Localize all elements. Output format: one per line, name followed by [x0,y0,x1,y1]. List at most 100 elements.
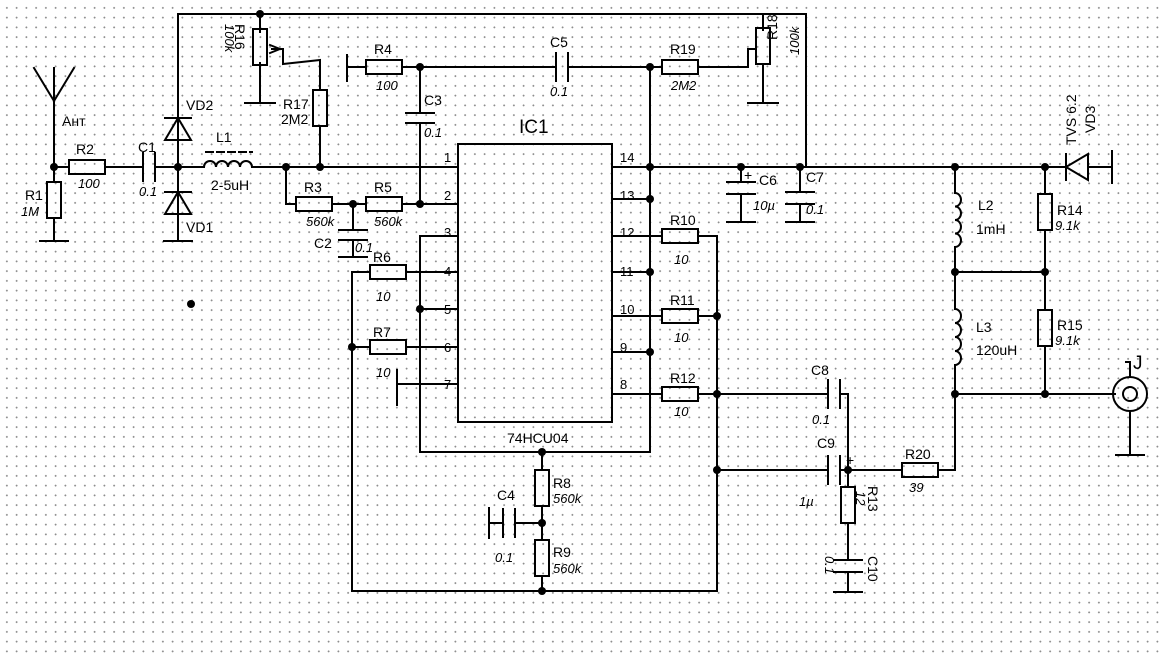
r14-name: R14 [1057,202,1083,218]
r5-name: R5 [374,179,392,195]
ic1-body [457,143,613,423]
r12-name: R12 [670,370,696,386]
r10-value: 10 [674,252,689,267]
r19-body [661,59,699,75]
ic1-pin-9: 9 [620,340,627,355]
c3-name: C3 [424,92,442,108]
r2-name: R2 [76,141,94,157]
r13-body [840,486,856,524]
r1-name: R1 [25,187,43,203]
r8-body [534,469,550,507]
r17-name: R17 [283,96,309,112]
ic1-pin-13: 13 [620,188,634,203]
r10-name: R10 [670,212,696,228]
r4-value: 100 [376,78,398,93]
r1-body [46,181,62,219]
r12-body [661,386,699,402]
junction-dots [50,10,1049,595]
r8-value: 560k [553,491,583,506]
l2-coil [953,191,962,249]
c6-plates [726,181,756,195]
c8-name: C8 [811,362,829,378]
c6-name: C6 [759,172,777,188]
r7-body [369,339,407,355]
r3-name: R3 [304,179,322,195]
c2-value: 0.1 [355,240,373,255]
c3-value: 0.1 [424,125,442,140]
connector-outer-icon [1112,376,1148,412]
c6-value: 10µ [753,198,775,213]
r15-name: R15 [1057,317,1083,333]
ic1-pin-3: 3 [444,225,451,240]
r14-body [1037,193,1053,231]
ic1-pin-11: 11 [620,264,634,279]
antenna-label: Ант [62,113,86,129]
connector-lead [1125,361,1131,378]
r16-wiper [268,43,282,55]
vd2-name: VD2 [186,97,213,113]
c8-value: 0.1 [812,412,830,427]
c6-plus: + [744,167,752,183]
c2-plates [338,229,368,241]
l3-value: 120uH [976,342,1017,358]
l1-value: 2-5uH [211,177,249,193]
c4-name: C4 [497,487,515,503]
c3-plates [405,112,435,124]
ic1-pin-12: 12 [620,225,634,240]
vd1-name: VD1 [186,219,213,235]
r7-value: 10 [376,365,391,380]
ic1-pin-10: 10 [620,302,634,317]
r9-body [534,539,550,577]
r16-body [252,28,268,66]
c10-plates [833,559,863,573]
r18-value: 100k [787,25,802,55]
r17-body [312,89,328,127]
r4-body [365,59,403,75]
r15-body [1037,309,1053,347]
c7-plates [785,191,815,205]
c1-value: 0.1 [139,184,157,199]
ic1-pin-6: 6 [444,340,451,355]
inductors: L1 2-5uH L2 1mH L3 120uH [202,129,1017,367]
vd3-name: VD3 [1082,106,1098,133]
r17-value: 2M2 [281,111,308,127]
c9-name: C9 [817,435,835,451]
r8-name: R8 [553,475,571,491]
c1-plates [142,152,156,182]
vd2-triangle [163,116,193,141]
r18-body [755,27,771,65]
ic1-pin-14: 14 [620,150,634,165]
ic1-pin-5: 5 [444,302,451,317]
ic1-name: IC1 [519,117,549,138]
connector-inner-icon [1122,386,1138,402]
r13-name: R13 [865,486,881,512]
c4-plates [502,508,516,538]
c9-plus: + [846,452,854,468]
l2-value: 1mH [976,221,1006,237]
c2-name: C2 [314,235,332,251]
r5-body [365,196,403,212]
l1-name: L1 [216,129,232,145]
l2-name: L2 [978,197,994,213]
c5-value: 0.1 [550,84,568,99]
r20-name: R20 [905,446,931,462]
c1-name: C1 [138,139,156,155]
ic1-pin-8: 8 [620,377,627,392]
vd3-triangle [1064,152,1089,182]
r6-name: R6 [373,249,391,265]
l1-coil [202,160,254,169]
r6-value: 10 [376,289,391,304]
r19-name: R19 [670,41,696,57]
c10-name: C10 [865,556,881,582]
r11-body [661,308,699,324]
r3-body [295,196,333,212]
r19-value: 2M2 [670,78,697,93]
r11-value: 10 [674,330,689,345]
antenna-symbol: Ант [32,66,86,129]
r20-body [901,462,939,478]
output-connector: J [1112,353,1148,412]
ic1-chip: IC1 74HCU04 1 2 3 4 5 6 7 14 13 12 11 10… [444,117,634,446]
c10-value: 0.1 [822,556,837,574]
